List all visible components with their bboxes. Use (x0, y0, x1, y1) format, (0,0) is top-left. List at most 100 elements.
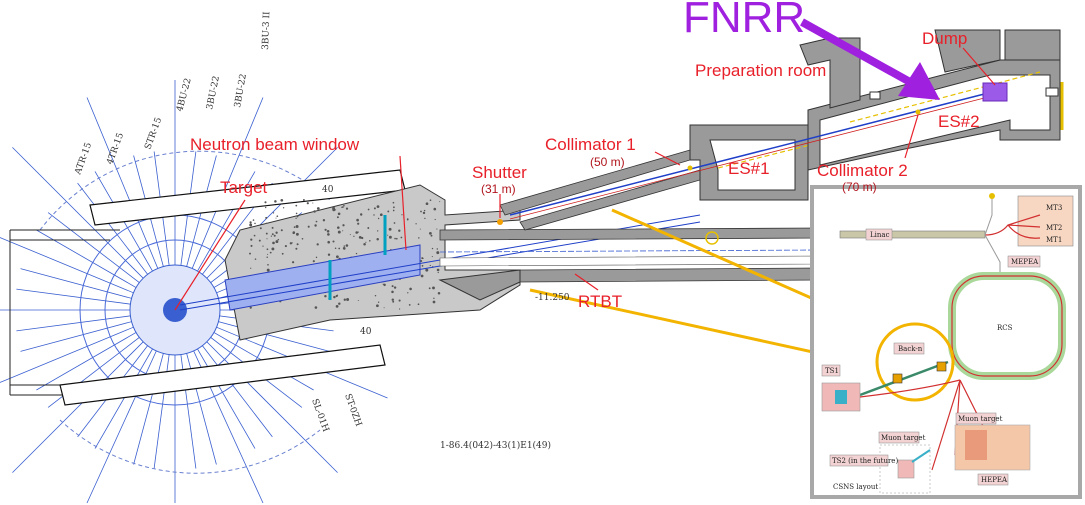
dim-40-bottom: 40 (360, 327, 372, 337)
concrete-speckle (361, 236, 364, 240)
concrete-speckle (353, 235, 355, 237)
concrete-speckle (259, 227, 262, 230)
tag-3bu22b: 3BU-22 (205, 75, 222, 111)
concrete-speckle (417, 303, 420, 306)
concrete-speckle (295, 212, 298, 215)
concrete-speckle (391, 285, 394, 288)
concrete-speckle (264, 201, 267, 204)
concrete-speckle (280, 229, 283, 232)
concrete-speckle (377, 230, 379, 232)
concrete-speckle (276, 215, 279, 218)
concrete-speckle (425, 202, 429, 206)
fnrr-label: FNRR (683, 0, 805, 42)
concrete-speckle (431, 247, 434, 250)
concrete-speckle (275, 231, 278, 234)
concrete-speckle (266, 256, 268, 258)
concrete-speckle (327, 233, 330, 236)
beam-dump (982, 82, 1008, 102)
concrete-speckle (408, 304, 411, 306)
inset-muon-target-right: Muon target (958, 415, 1003, 423)
concrete-speckle (429, 264, 431, 267)
shutter-label: Shutter (472, 163, 527, 182)
concrete-speckle (336, 216, 339, 219)
es1-label: ES#1 (728, 159, 770, 178)
concrete-speckle (393, 206, 395, 209)
concrete-speckle (253, 234, 256, 237)
concrete-speckle (327, 253, 331, 256)
concrete-speckle (262, 245, 264, 247)
collimator2-label: Collimator 2 (817, 161, 908, 180)
concrete-speckle (407, 292, 409, 294)
inset-muon-target-left: Muon target (881, 434, 926, 442)
concrete-speckle (391, 290, 394, 294)
concrete-speckle (337, 226, 340, 229)
concrete-speckle (291, 261, 295, 264)
concrete-speckle (423, 209, 426, 212)
concrete-speckle (295, 247, 298, 250)
concrete-speckle (337, 230, 341, 234)
inset-mt1-label: MT1 (1046, 236, 1062, 244)
concrete-speckle (332, 240, 335, 243)
concrete-speckle (393, 286, 397, 289)
concrete-speckle (401, 214, 403, 216)
concrete-speckle (357, 231, 359, 233)
concrete-speckle (345, 207, 349, 210)
concrete-speckle (424, 217, 426, 220)
label-leaders (174, 47, 996, 311)
concrete-speckle (302, 199, 305, 201)
inset-rcs-label: RCS (997, 324, 1013, 332)
concrete-speckle (422, 257, 424, 260)
concrete-speckle (420, 210, 422, 213)
inset-ts1-label: TS1 (825, 367, 839, 375)
es2-building (799, 29, 1064, 171)
concrete-speckle (275, 240, 279, 244)
concrete-speckle (388, 227, 392, 231)
concrete-speckle (359, 213, 363, 216)
concrete-speckle (333, 295, 336, 299)
inset-linac-label: Linac (870, 231, 890, 239)
concrete-speckle (280, 198, 284, 202)
concrete-speckle (373, 207, 376, 210)
concrete-speckle (266, 238, 268, 240)
concrete-speckle (437, 292, 441, 295)
concrete-speckle (349, 234, 351, 236)
concrete-speckle (313, 210, 316, 213)
concrete-speckle (358, 236, 362, 239)
concrete-speckle (291, 242, 293, 244)
concrete-speckle (249, 252, 251, 255)
concrete-speckle (332, 206, 336, 210)
concrete-speckle (418, 237, 420, 239)
concrete-speckle (316, 243, 319, 246)
dump-label: Dump (922, 29, 967, 48)
concrete-speckle (249, 306, 252, 309)
concrete-speckle (432, 300, 436, 304)
concrete-speckle (357, 222, 360, 225)
tag-str15: STR-15 (143, 116, 164, 151)
concrete-speckle (275, 217, 277, 219)
concrete-speckle (296, 215, 299, 218)
concrete-speckle (388, 235, 392, 239)
concrete-speckle (250, 244, 253, 247)
concrete-speckle (425, 268, 429, 272)
preparation-room-label: Preparation room (695, 61, 826, 80)
concrete-speckle (415, 223, 417, 225)
concrete-speckle (436, 228, 438, 230)
concrete-speckle (327, 240, 330, 244)
concrete-speckle (363, 242, 366, 246)
concrete-speckle (295, 217, 297, 219)
concrete-speckle (437, 271, 439, 274)
concrete-speckle (429, 199, 432, 202)
concrete-speckle (249, 221, 252, 224)
inset-csns-layout-caption: CSNS layout (833, 483, 878, 491)
concrete-speckle (266, 268, 270, 272)
collimator2-distance: (70 m) (842, 180, 877, 194)
concrete-speckle (400, 236, 403, 239)
concrete-speckle (429, 232, 432, 235)
concrete-speckle (265, 216, 268, 219)
inset-backn-label: Back-n (898, 345, 923, 353)
concrete-speckle (274, 200, 277, 203)
concrete-speckle (392, 300, 395, 303)
concrete-speckle (434, 218, 436, 221)
concrete-speckle (387, 234, 389, 236)
